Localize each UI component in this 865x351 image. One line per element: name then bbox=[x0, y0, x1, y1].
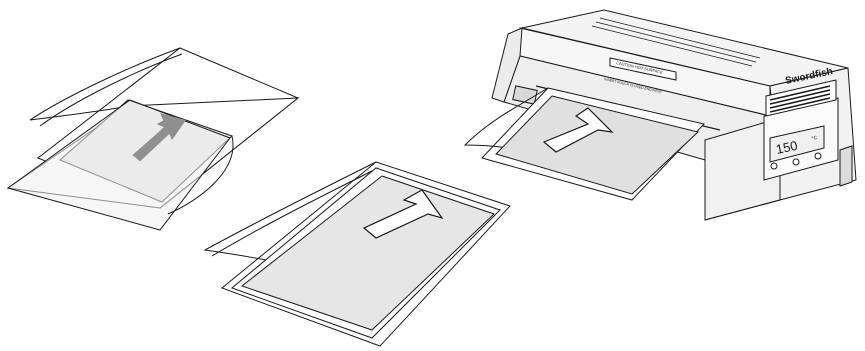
pouch-front-curl-2 bbox=[39, 53, 183, 127]
caution-strip bbox=[609, 57, 677, 81]
laminator-left-end bbox=[491, 27, 523, 103]
up-arrow-icon-outline bbox=[362, 189, 444, 239]
reverse-button-icon[interactable] bbox=[814, 152, 822, 160]
side-port bbox=[839, 145, 853, 187]
power-button-icon[interactable] bbox=[770, 162, 778, 170]
arrow-step-2 bbox=[362, 189, 444, 239]
left-guide-knob[interactable] bbox=[512, 85, 538, 105]
pouch-cover-curl bbox=[167, 135, 234, 215]
display-unit: °C bbox=[811, 135, 818, 142]
vent-grille bbox=[591, 17, 761, 67]
pouch-front-curl bbox=[29, 47, 181, 121]
feeding-document-sheet bbox=[495, 95, 700, 195]
step-3-pouch-feeding bbox=[463, 87, 705, 201]
up-arrow-icon-outline-3 bbox=[542, 107, 614, 153]
temperature-button-icon[interactable] bbox=[792, 158, 800, 166]
temperature-display bbox=[769, 125, 825, 163]
arrow-step-1 bbox=[132, 113, 186, 162]
closed-pouch-curl-2 bbox=[211, 167, 379, 257]
display-value: 150 bbox=[775, 138, 799, 157]
step-2-pouch-closed bbox=[203, 161, 511, 347]
arrow-step-3 bbox=[542, 107, 614, 153]
